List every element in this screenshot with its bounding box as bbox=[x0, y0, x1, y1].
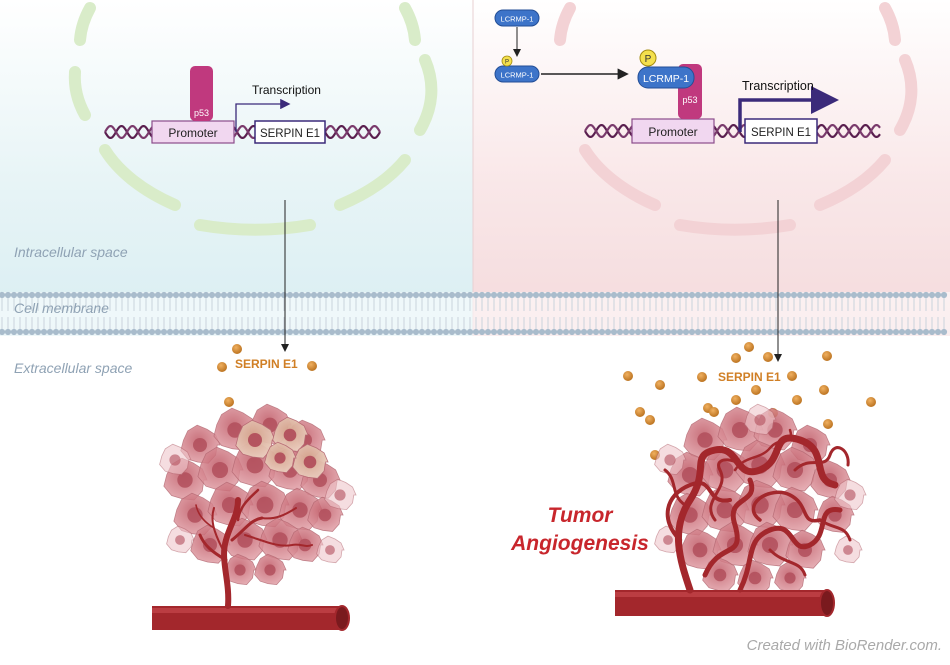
serpin-e1-dot bbox=[819, 385, 829, 395]
left-secreted-serpin-label: SERPIN E1 bbox=[235, 357, 298, 371]
right-bound-lcrmp1 bbox=[637, 66, 695, 89]
right-nucleus-envelope bbox=[554, 2, 918, 236]
serpin-e1-dot bbox=[709, 407, 719, 417]
tumor-title-line2: Angiogenesis bbox=[511, 532, 649, 555]
serpin-e1-dot bbox=[697, 372, 707, 382]
right-gene-label: SERPIN E1 bbox=[751, 127, 811, 139]
serpin-e1-dot bbox=[232, 344, 242, 354]
serpin-e1-dot bbox=[823, 419, 833, 429]
left-promoter-label: Promoter bbox=[168, 126, 217, 140]
serpin-e1-dot bbox=[635, 407, 645, 417]
serpin-e1-dot bbox=[217, 362, 227, 372]
left-dna-helix bbox=[104, 125, 381, 139]
serpin-e1-dot bbox=[731, 395, 741, 405]
serpin-e1-dot bbox=[792, 395, 802, 405]
right-tortuous-vessels bbox=[663, 428, 852, 594]
left-promoter-box bbox=[151, 120, 235, 144]
right-transcription-label: Transcription bbox=[742, 79, 814, 93]
left-p53-protein bbox=[190, 66, 213, 121]
right-promoter-label: Promoter bbox=[648, 125, 697, 139]
right-secreted-serpin-label: SERPIN E1 bbox=[718, 370, 781, 384]
tumor-title-line1: Tumor bbox=[547, 504, 613, 527]
right-promoter-box bbox=[631, 118, 715, 144]
intracellular-space-label: Intracellular space bbox=[14, 244, 128, 260]
right-phospho-label: P bbox=[645, 54, 652, 65]
serpin-e1-dot bbox=[731, 353, 741, 363]
serpin-e1-dot bbox=[822, 351, 832, 361]
left-p53-label: p53 bbox=[194, 108, 209, 118]
serpin-e1-dot bbox=[307, 361, 317, 371]
serpin-e1-dot bbox=[655, 380, 665, 390]
left-transcription-arrow bbox=[235, 98, 291, 132]
right-lcrmp1-free-label: LCRMP-1 bbox=[501, 15, 534, 24]
left-transcription-label: Transcription bbox=[252, 83, 321, 97]
serpin-e1-dot bbox=[224, 397, 234, 407]
serpin-e1-dot bbox=[751, 385, 761, 395]
right-lcrmp1-phospho bbox=[494, 65, 540, 83]
right-lcrmp1-phospho-label: LCRMP-1 bbox=[501, 71, 534, 80]
serpin-e1-dot bbox=[645, 415, 655, 425]
right-blood-vessel bbox=[615, 589, 835, 617]
right-bound-lcrmp1-label: LCRMP-1 bbox=[643, 73, 689, 85]
serpin-e1-dot bbox=[866, 397, 876, 407]
left-gene-label: SERPIN E1 bbox=[260, 128, 320, 140]
small-phospho-icon bbox=[501, 55, 513, 67]
serpin-e1-dot bbox=[763, 352, 773, 362]
left-blood-vessel bbox=[152, 605, 350, 631]
serpin-e1-dot bbox=[744, 342, 754, 352]
cell-membrane bbox=[0, 291, 950, 336]
biorender-credit: Created with BioRender.com. bbox=[746, 637, 942, 654]
left-tumor-mass bbox=[159, 403, 357, 586]
left-gene-box bbox=[254, 120, 326, 144]
tumor-angiogenesis-title: Tumor Angiogenesis bbox=[500, 502, 660, 558]
serpin-e1-dot bbox=[787, 371, 797, 381]
extracellular-space-label: Extracellular space bbox=[14, 360, 133, 376]
left-sprout-vessels bbox=[195, 488, 313, 609]
right-p53-label: p53 bbox=[682, 95, 697, 105]
right-lcrmp1-free bbox=[494, 9, 540, 27]
right-gene-box bbox=[744, 118, 818, 144]
serpin-e1-dot bbox=[623, 371, 633, 381]
left-nucleus-envelope bbox=[68, 2, 438, 236]
right-phospho-icon bbox=[639, 49, 657, 67]
cell-membrane-label: Cell membrane bbox=[14, 300, 109, 316]
small-phospho-label: P bbox=[505, 60, 509, 66]
right-transcription-arrow bbox=[738, 86, 839, 132]
